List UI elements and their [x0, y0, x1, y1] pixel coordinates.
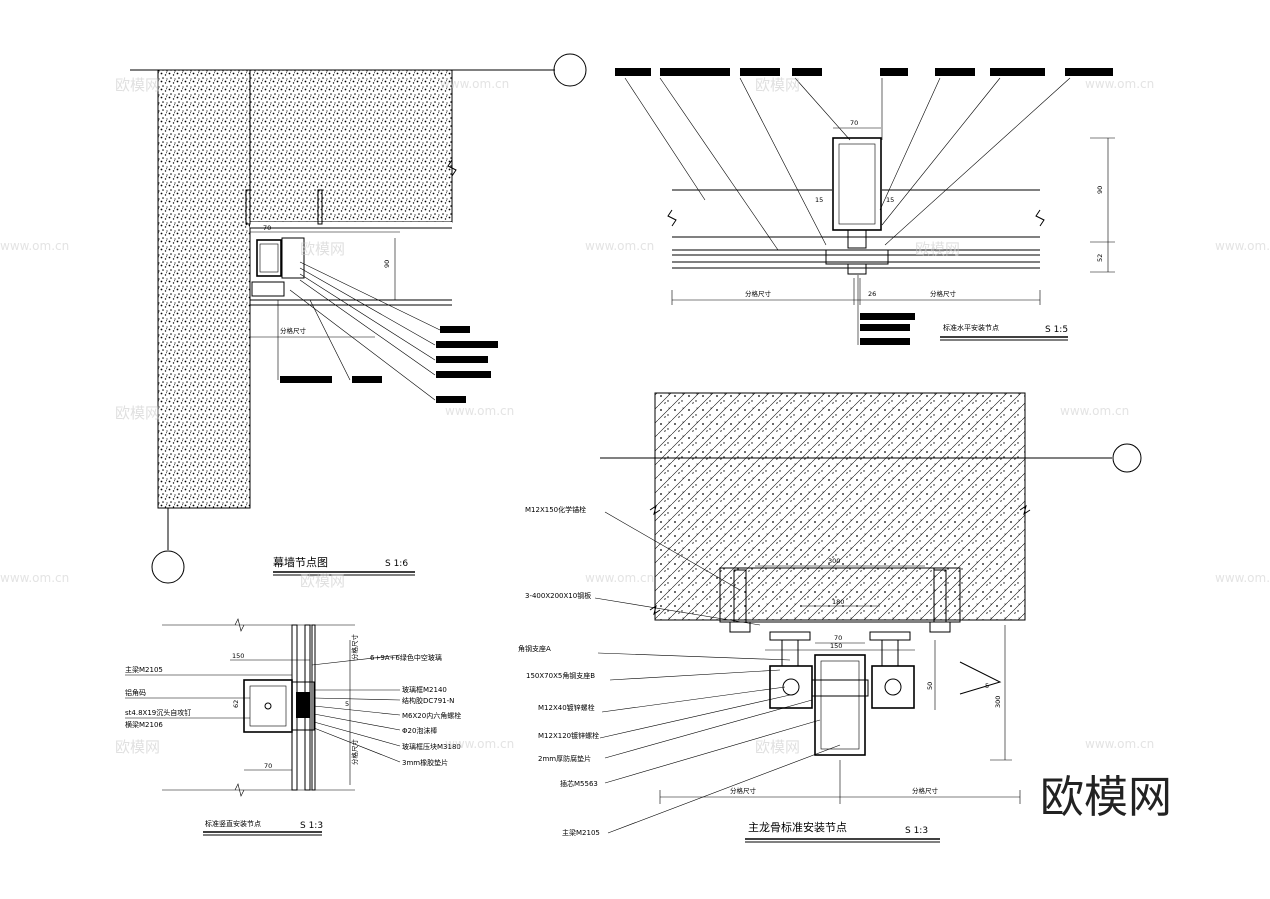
horizontal-dim-52: 52	[1096, 254, 1104, 262]
main-node-title: 幕墙节点图	[273, 555, 328, 569]
horizontal-dim-70: 70	[850, 119, 858, 127]
horizontal-node-view: 70 15 15 90 52 分格尺寸 26 分格尺寸	[615, 68, 1115, 345]
horizontal-main-profile	[832, 137, 882, 231]
keel-label-embed-plate: 3-400X200X10钢板	[525, 591, 591, 600]
keel-label-bolt-m12x40: M12X40镀锌螺栓	[538, 703, 595, 712]
horizontal-node-scale: S 1:5	[1045, 325, 1068, 335]
vertical-grid-size-2: 分格尺寸	[350, 739, 359, 766]
vertical-label-bolt: M6X20内六角螺栓	[402, 711, 461, 720]
main-node-view: 70 90 分格尺寸 幕墙节点图 S 1:6	[130, 53, 587, 584]
vertical-label-sealant: 结构胶DC791-N	[402, 696, 454, 705]
wall-hatch-vertical	[157, 69, 251, 509]
main-grid-size: 分格尺寸	[280, 326, 307, 335]
vertical-label-foam-rod: Φ20泡沫棒	[402, 726, 437, 735]
main-profile	[256, 239, 282, 277]
vertical-dim-70: 70	[264, 762, 272, 770]
watermark-logo: 欧模网	[755, 76, 800, 94]
main-dim-90: 90	[383, 260, 391, 268]
vertical-label-cross-beam: 横梁M2106	[125, 720, 163, 729]
vertical-label-main-beam: 主梁M2105	[125, 665, 163, 674]
watermark-logo: 欧模网	[115, 76, 160, 94]
horizontal-dim-15b: 15	[886, 196, 894, 204]
watermark-logo: 欧模网	[915, 240, 960, 258]
keel-label-plug: 插芯M5563	[560, 779, 598, 788]
vertical-node-scale: S 1:3	[300, 821, 323, 831]
vertical-label-screw: st4.8X19沉头自攻钉	[125, 708, 191, 717]
keel-label-angle-a: 角钢支座A	[518, 644, 551, 653]
main-dim-70: 70	[263, 224, 271, 232]
watermark-url: www.om.cn	[445, 404, 514, 418]
vertical-label-pressure-block: 玻璃框压块M3180	[402, 742, 461, 751]
watermark-url: www.om.cn	[0, 571, 69, 585]
keel-node-scale: S 1:3	[905, 826, 928, 836]
watermark-url: www.om.cn	[440, 77, 509, 91]
keel-label-angle-b: 150X70X5角钢支座B	[526, 671, 595, 680]
slab-gap	[250, 222, 452, 228]
keel-axis-circle	[1112, 443, 1142, 473]
watermark-logo: 欧模网	[300, 240, 345, 258]
vertical-dim-5: 5	[345, 700, 349, 708]
keel-label-chem-bolt: M12X150化学锚栓	[525, 505, 586, 514]
vertical-transom	[243, 679, 293, 733]
watermark-url: www.om.cn	[1215, 571, 1270, 585]
watermark-url: www.om.cn	[585, 239, 654, 253]
keel-dim-300b: 300	[994, 696, 1002, 708]
watermarks: www.om.cn 欧模网 www.om.cn 欧模网 www.om.cn 欧模…	[0, 76, 1270, 756]
horizontal-dim-26: 26	[868, 290, 876, 298]
axis-circle-bottom	[151, 550, 185, 584]
watermark-logo: 欧模网	[115, 404, 160, 422]
watermark-logo: 欧模网	[755, 738, 800, 756]
horizontal-dim-90: 90	[1096, 186, 1104, 194]
horizontal-node-title: 标准水平安装节点	[943, 323, 999, 332]
watermark-url: www.om.cn	[0, 239, 69, 253]
watermark-logo: 欧模网	[115, 738, 160, 756]
keel-node-view: 300 180 70 150 50 5 300 分格尺寸 分格尺寸	[518, 392, 1142, 843]
keel-dim-50: 50	[926, 682, 934, 690]
vertical-label-glass: 6+9A+6绿色中空玻璃	[370, 653, 442, 662]
vertical-dim-62: 62	[232, 700, 240, 708]
keel-dim-300: 300	[828, 557, 840, 565]
keel-label-main-beam: 主梁M2105	[562, 828, 600, 837]
horizontal-grid-size-1: 分格尺寸	[745, 289, 772, 298]
vertical-label-rubber-pad: 3mm橡胶垫片	[402, 758, 448, 767]
vertical-label-glass-frame: 玻璃框M2140	[402, 685, 447, 694]
vertical-label-angle: 铝角码	[125, 688, 146, 697]
keel-main-beam	[814, 654, 866, 756]
vertical-dim-150: 150	[232, 652, 244, 660]
keel-dim-70: 70	[834, 634, 842, 642]
keel-node-title: 主龙骨标准安装节点	[748, 820, 847, 834]
slab-hatch-horizontal	[249, 69, 453, 223]
watermark-url: www.om.cn	[445, 737, 514, 751]
horizontal-grid-size-2: 分格尺寸	[930, 289, 957, 298]
om-logo: 欧模网	[1040, 772, 1172, 823]
watermark-url: www.om.cn	[1085, 77, 1154, 91]
main-node-scale: S 1:6	[385, 559, 408, 569]
keel-dim-180: 180	[832, 598, 844, 606]
keel-label-anti-corrosion: 2mm厚防腐垫片	[538, 754, 591, 763]
horizontal-dim-15a: 15	[815, 196, 823, 204]
watermark-logo: 欧模网	[300, 572, 345, 590]
keel-label-bolt-m12x120: M12X120镀锌螺栓	[538, 731, 599, 740]
axis-circle-top	[553, 53, 587, 87]
vertical-node-title: 标准竖直安装节点	[205, 819, 261, 828]
keel-dim-5: 5	[985, 682, 989, 690]
keel-dim-150: 150	[830, 642, 842, 650]
keel-grid-size-2: 分格尺寸	[912, 786, 939, 795]
keel-concrete-slab	[654, 392, 1026, 621]
vertical-grid-size-1: 分格尺寸	[350, 634, 359, 661]
watermark-url: www.om.cn	[1060, 404, 1129, 418]
watermark-url: www.om.cn	[1215, 239, 1270, 253]
watermark-url: www.om.cn	[585, 571, 654, 585]
vertical-node-view: 分格尺寸 分格尺寸 150 70 62 5 主梁M2105 铝角码 st4.8X…	[125, 618, 461, 836]
watermark-url: www.om.cn	[1085, 737, 1154, 751]
keel-grid-size-1: 分格尺寸	[730, 786, 757, 795]
